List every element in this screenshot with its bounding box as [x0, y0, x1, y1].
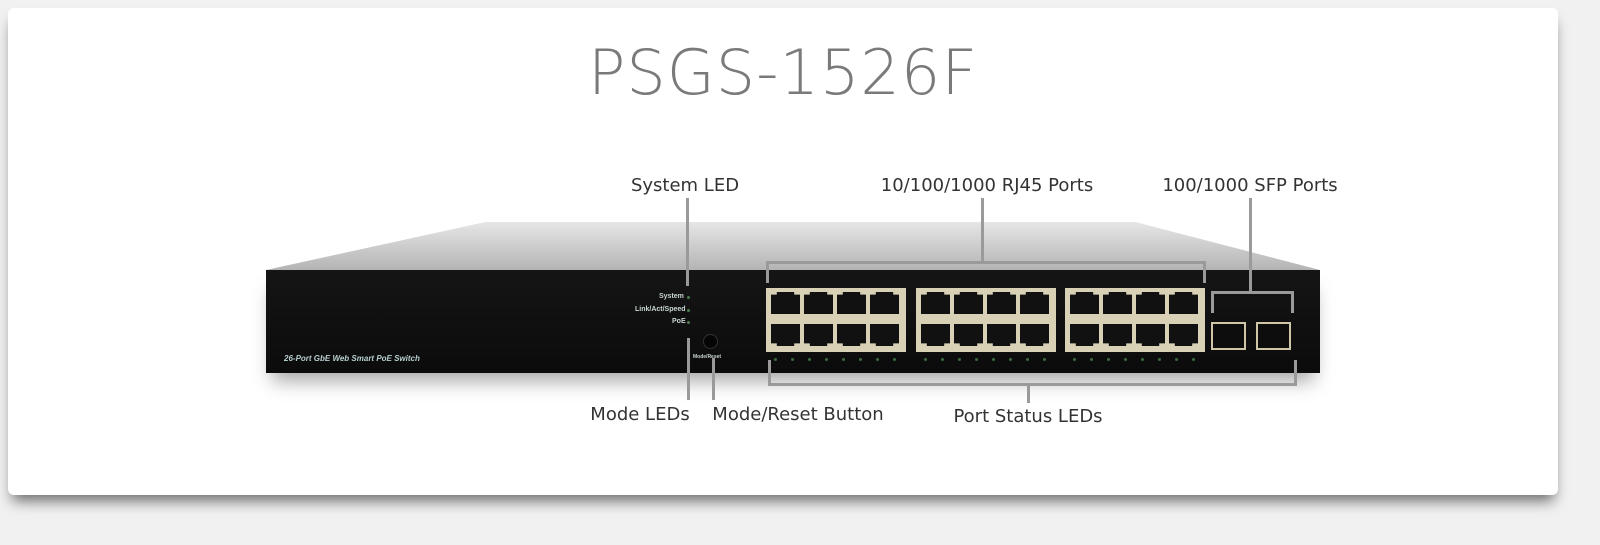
- sfp-port[interactable]: [1211, 322, 1246, 350]
- bracket-rj45-left: [766, 261, 769, 283]
- port-status-led: [1124, 358, 1127, 361]
- callout-line-mode-leds: [687, 338, 690, 400]
- rj45-port[interactable]: [804, 324, 833, 346]
- port-status-led: [924, 358, 927, 361]
- rj45-port[interactable]: [1070, 324, 1099, 346]
- rj45-port[interactable]: [987, 292, 1016, 314]
- model-text: 26-Port GbE Web Smart PoE Switch: [284, 354, 420, 363]
- callout-sfp-ports: 100/1000 SFP Ports: [1162, 175, 1338, 196]
- port-status-led: [1175, 358, 1178, 361]
- switch-front-panel: 26-Port GbE Web Smart PoE Switch System …: [266, 270, 1320, 373]
- port-status-led: [1073, 358, 1076, 361]
- rj45-port[interactable]: [954, 292, 983, 314]
- port-status-led: [842, 358, 845, 361]
- port-status-led: [791, 358, 794, 361]
- port-status-led: [1141, 358, 1144, 361]
- port-status-led: [893, 358, 896, 361]
- port-status-led: [992, 358, 995, 361]
- callout-line-rj45: [981, 198, 984, 262]
- sfp-port[interactable]: [1256, 322, 1291, 350]
- poe-led: [687, 321, 690, 324]
- port-status-led: [975, 358, 978, 361]
- led-label-link: Link/Act/Speed: [635, 306, 686, 313]
- rj45-port[interactable]: [921, 292, 950, 314]
- button-label: Mode/Reset: [693, 354, 722, 360]
- rj45-port[interactable]: [771, 292, 800, 314]
- bracket-sfp-left: [1211, 291, 1214, 313]
- rj45-port[interactable]: [870, 324, 899, 346]
- rj45-port-group: [1065, 288, 1205, 352]
- product-title: PSGS-1526F: [588, 36, 978, 109]
- port-status-led: [1043, 358, 1046, 361]
- link-led: [687, 309, 690, 312]
- port-status-led: [859, 358, 862, 361]
- port-status-led: [876, 358, 879, 361]
- rj45-port[interactable]: [1169, 324, 1198, 346]
- rj45-port[interactable]: [1103, 292, 1132, 314]
- callout-line-system-led: [686, 198, 689, 286]
- port-status-led: [1158, 358, 1161, 361]
- callout-system-led: System LED: [630, 175, 740, 196]
- rj45-port[interactable]: [1136, 324, 1165, 346]
- callout-mode-leds: Mode LEDs: [590, 404, 690, 425]
- rj45-port-group: [766, 288, 906, 352]
- bracket-rj45: [766, 261, 1206, 264]
- rj45-port-group: [916, 288, 1056, 352]
- port-status-led: [941, 358, 944, 361]
- callout-line-mode-reset: [712, 358, 715, 400]
- rj45-port[interactable]: [870, 292, 899, 314]
- rj45-port[interactable]: [1169, 292, 1198, 314]
- rj45-port[interactable]: [1103, 324, 1132, 346]
- rj45-port[interactable]: [1070, 292, 1099, 314]
- bracket-sfp: [1211, 291, 1294, 294]
- rj45-port[interactable]: [1020, 292, 1049, 314]
- bracket-rj45-right: [1203, 261, 1206, 283]
- rj45-port[interactable]: [1136, 292, 1165, 314]
- system-led: [687, 296, 690, 299]
- port-status-led: [1107, 358, 1110, 361]
- mode-reset-button[interactable]: [703, 334, 718, 349]
- port-status-led: [1009, 358, 1012, 361]
- port-status-led: [958, 358, 961, 361]
- rj45-port[interactable]: [954, 324, 983, 346]
- port-status-led: [825, 358, 828, 361]
- rj45-port[interactable]: [837, 324, 866, 346]
- callout-line-sfp: [1249, 198, 1252, 292]
- rj45-port[interactable]: [804, 292, 833, 314]
- port-status-led: [808, 358, 811, 361]
- led-label-system: System: [659, 293, 684, 300]
- port-status-led: [774, 358, 777, 361]
- port-status-led: [1192, 358, 1195, 361]
- led-label-poe: PoE: [672, 318, 686, 325]
- bracket-port-status-right: [1294, 360, 1297, 385]
- port-status-led: [1026, 358, 1029, 361]
- bracket-port-status: [768, 383, 1297, 386]
- rj45-port[interactable]: [921, 324, 950, 346]
- port-status-led: [1090, 358, 1093, 361]
- bracket-sfp-right: [1291, 291, 1294, 313]
- rj45-port[interactable]: [1020, 324, 1049, 346]
- rj45-port[interactable]: [837, 292, 866, 314]
- callout-mode-reset-button: Mode/Reset Button: [712, 404, 884, 425]
- callout-rj45-ports: 10/100/1000 RJ45 Ports: [880, 175, 1094, 196]
- bracket-port-status-left: [768, 360, 771, 385]
- callout-port-status-leds: Port Status LEDs: [953, 406, 1103, 427]
- rj45-port[interactable]: [771, 324, 800, 346]
- callout-line-port-status: [1027, 383, 1030, 403]
- rj45-port[interactable]: [987, 324, 1016, 346]
